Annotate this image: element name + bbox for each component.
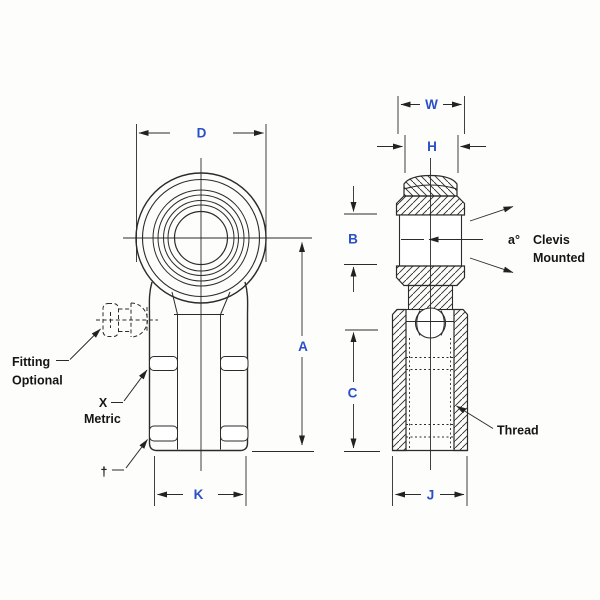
- dim-j-label: J: [427, 488, 435, 503]
- dim-h-label: H: [427, 139, 437, 154]
- thread-bore-hidden-lines: [406, 338, 454, 449]
- metric-label: Metric: [84, 412, 121, 426]
- dim-w-label: W: [425, 97, 438, 112]
- shoulder-cone-left: [171, 291, 178, 315]
- shank-wall-right: [453, 308, 469, 452]
- dimension-letters: D A K W H B C J: [194, 97, 439, 503]
- clevis-label-line2: Mounted: [533, 251, 585, 265]
- center-lines: [123, 158, 431, 471]
- wrench-grooves: [149, 356, 249, 442]
- leader-lines: [56, 328, 494, 471]
- dim-b-label: B: [348, 232, 358, 247]
- thread-leader: [456, 405, 494, 429]
- body-outline: [148, 281, 249, 452]
- dim-k-label: K: [194, 487, 204, 502]
- shank-wall-left: [391, 308, 407, 452]
- shoulder-cone-right: [220, 291, 231, 315]
- fitting-label-line2: Optional: [12, 374, 63, 388]
- dagger-leader: [125, 439, 148, 469]
- x-label: X: [99, 396, 108, 410]
- angle-a-arrow-top: [469, 206, 514, 222]
- annotation-labels: Fitting Optional X Metric † a° Clevis Mo…: [12, 233, 585, 479]
- thread-label: Thread: [497, 424, 539, 438]
- x-leader: [123, 369, 148, 402]
- grease-fitting-optional: [96, 302, 158, 338]
- dimension-lines: [136, 96, 514, 506]
- dim-c-label: C: [348, 386, 358, 401]
- clevis-label-line1: Clevis: [533, 233, 570, 247]
- dagger-label: †: [101, 465, 108, 479]
- dim-d-label: D: [197, 126, 207, 141]
- fitting-leader: [69, 328, 101, 360]
- angle-a-arrow-bottom: [469, 257, 514, 273]
- dim-a-label: A: [298, 339, 308, 354]
- fitting-label-line1: Fitting: [12, 355, 50, 369]
- angle-a-label: a°: [508, 233, 520, 247]
